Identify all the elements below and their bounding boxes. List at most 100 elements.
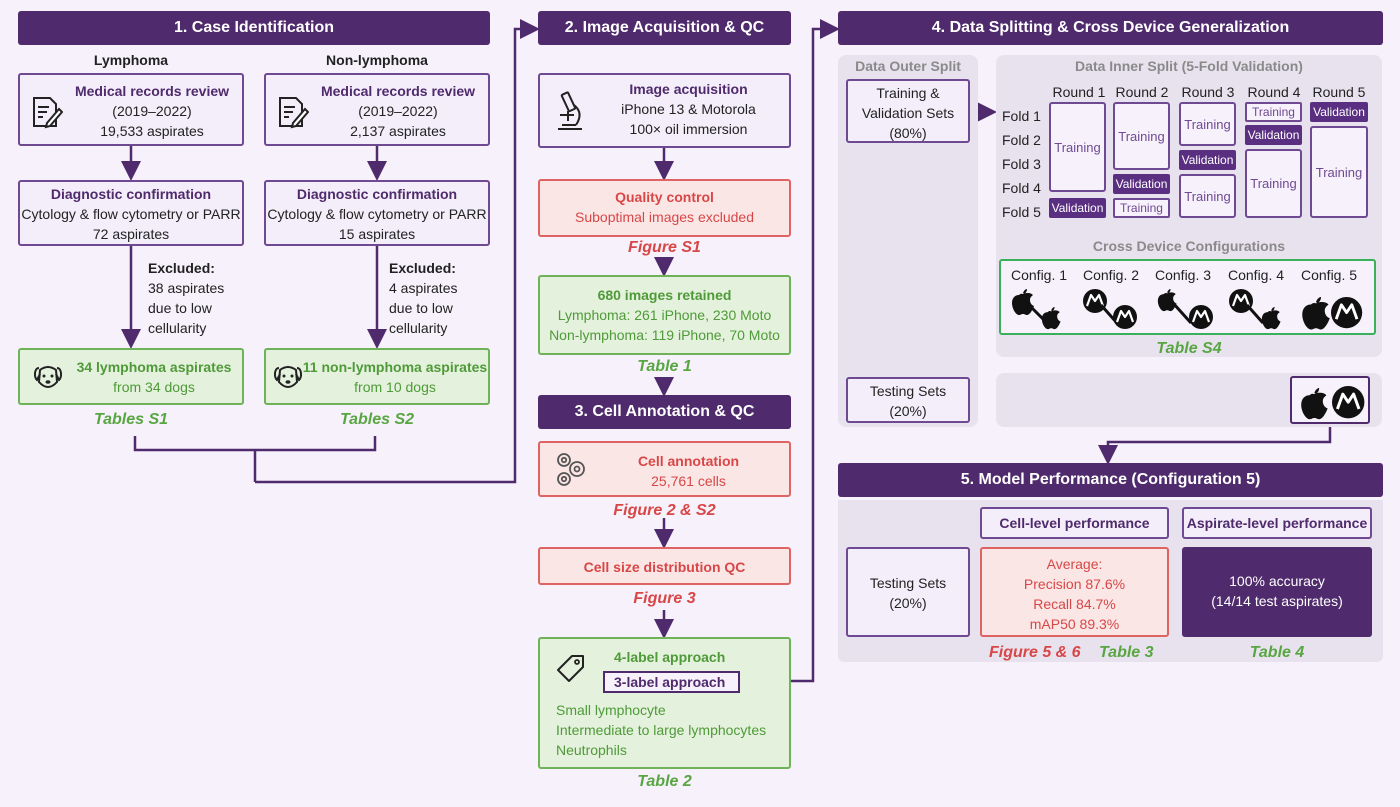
nonlymphoma-excluded-note: Excluded: 4 aspirates due to low cellula… (389, 258, 489, 338)
outer-testing-sets-box: Testing Sets (20%) (846, 377, 970, 423)
precision-value: Precision 87.6% (1023, 576, 1126, 592)
round-5-label: Round 5 (1312, 84, 1366, 100)
trainval-sets-box: Training & Validation Sets (80%) (846, 79, 970, 143)
excluded-title: Excluded: (148, 260, 215, 276)
performance-table3-ref: Table 3 (1099, 644, 1154, 661)
aspirate-level-results-box: 100% accuracy (14/14 test aspirates) (1182, 547, 1372, 637)
class-small-lymphocyte: Small lymphocyte (556, 702, 666, 718)
round4-validation: Validation (1245, 125, 1302, 145)
nonlymphoma-review-years: (2019–2022) (358, 103, 438, 119)
round3-validation: Validation (1179, 150, 1236, 170)
cross-device-table-ref: Table S4 (1156, 340, 1222, 357)
config-4-label: Config. 4 (1228, 267, 1285, 283)
config-5-label: Config. 5 (1301, 267, 1358, 283)
cell-size-qc-box: Cell size distribution QC (538, 547, 791, 585)
round-2-label: Round 2 (1115, 84, 1169, 100)
outer-split-title: Data Outer Split (855, 58, 961, 74)
test-device-config-box (1290, 376, 1370, 424)
annotation-title: Cell annotation (637, 453, 740, 469)
section4-header: 4. Data Splitting & Cross Device General… (838, 11, 1383, 45)
trainval-line2: Validation Sets (861, 105, 955, 121)
images-retained-box: 680 images retained Lymphoma: 261 iPhone… (538, 275, 791, 355)
lymphoma-review-title: Medical records review (74, 83, 230, 99)
recall-value: Recall 84.7% (1033, 596, 1116, 612)
round4-training-top: Training (1245, 102, 1302, 122)
retained-table-ref: Table 1 (637, 358, 692, 375)
tag-icon (557, 655, 584, 682)
lymphoma-diag-method: Cytology & flow cytometry or PARR (21, 206, 241, 222)
testing-line1: Testing Sets (869, 383, 947, 399)
three-label-approach: 3-label approach (603, 671, 740, 693)
section3-header: 3. Cell Annotation & QC (538, 395, 791, 429)
section2-header: 2. Image Acquisition & QC (538, 11, 791, 45)
round-4-label: Round 4 (1247, 84, 1301, 100)
lymphoma-review-years: (2019–2022) (112, 103, 192, 119)
label-table-ref: Table 2 (637, 773, 692, 790)
lymphoma-final-sub: from 34 dogs (113, 379, 195, 395)
dog-icon (273, 366, 303, 388)
nonlymphoma-diag-title: Diagnostic confirmation (296, 186, 458, 202)
fold-labels: Fold 1 Fold 2 Fold 3 Fold 4 Fold 5 (1002, 104, 1041, 224)
cell-level-results-box: Average: Precision 87.6% Recall 84.7% mA… (980, 547, 1169, 637)
fold-1-label: Fold 1 (1002, 108, 1041, 124)
size-figure-ref: Figure 3 (633, 590, 696, 607)
section1-header: 1. Case Identification (18, 11, 490, 45)
excluded-reason: cellularity (148, 320, 207, 336)
lymphoma-records-review-box: Medical records review (2019–2022) 19,53… (18, 73, 244, 146)
nonlymphoma-review-count: 2,137 aspirates (350, 123, 446, 139)
excluded-title: Excluded: (389, 260, 456, 276)
image-acquisition-box: Image acquisition iPhone 13 & Motorola 1… (538, 73, 791, 148)
lymphoma-table-ref: Tables S1 (93, 411, 169, 428)
class-intermediate-large-lymphocytes: Intermediate to large lymphocytes (556, 722, 767, 738)
nonlymphoma-final-sub: from 10 dogs (354, 379, 436, 395)
round1-training: Training (1049, 102, 1106, 192)
cross-device-title: Cross Device Configurations (1092, 238, 1286, 254)
config-1-label: Config. 1 (1011, 267, 1068, 283)
annotation-figure-ref: Figure 2 & S2 (613, 502, 716, 519)
round2-training-top: Training (1113, 102, 1170, 170)
nonlymphoma-final-title: 11 non-lymphoma aspirates (302, 359, 488, 375)
qc-title: Quality control (615, 189, 714, 205)
accuracy-detail: (14/14 test aspirates) (1211, 593, 1343, 609)
apple-moto-icon (1301, 386, 1365, 420)
lymphoma-diag-count: 72 aspirates (92, 226, 170, 242)
trainval-line1: Training & (876, 85, 940, 101)
lymphoma-excluded-note: Excluded: 38 aspirates due to low cellul… (148, 258, 248, 338)
lymphoma-diagnostic-box: Diagnostic confirmation Cytology & flow … (18, 180, 244, 246)
fold-3-label: Fold 3 (1002, 156, 1041, 172)
accuracy-value: 100% accuracy (1229, 573, 1325, 589)
cell-annotation-box: Cell annotation 25,761 cells (538, 441, 791, 497)
performance-table4-ref: Table 4 (1249, 644, 1305, 661)
excluded-count: 4 aspirates (389, 280, 458, 296)
acquisition-devices: iPhone 13 & Motorola (621, 101, 756, 117)
device-config-icons (1012, 287, 1364, 331)
performance-figure-ref: Figure 5 & 6 (989, 644, 1081, 661)
acquisition-title: Image acquisition (629, 81, 748, 97)
config-3-label: Config. 3 (1155, 267, 1212, 283)
nonlymphoma-review-title: Medical records review (320, 83, 476, 99)
nonlymphoma-diagnostic-box: Diagnostic confirmation Cytology & flow … (264, 180, 490, 246)
nonlymphoma-records-review-box: Medical records review (2019–2022) 2,137… (264, 73, 490, 146)
cross-device-configs-box: Config. 1 Config. 2 Config. 3 Config. 4 … (999, 259, 1376, 335)
round5-training: Training (1310, 126, 1368, 218)
cells-icon (557, 453, 585, 486)
fold-5-label: Fold 5 (1002, 204, 1041, 220)
round4-training-bottom: Training (1245, 149, 1302, 218)
inner-split-title: Data Inner Split (5-Fold Validation) (1075, 58, 1303, 74)
class-neutrophils: Neutrophils (556, 742, 627, 758)
acquisition-objective: 100× oil immersion (629, 121, 748, 137)
nonlymphoma-table-ref: Tables S2 (339, 411, 415, 428)
round1-validation: Validation (1049, 198, 1106, 218)
round-1-label: Round 1 (1052, 84, 1106, 100)
testing-percent: (20%) (889, 403, 927, 419)
round2-training-bottom: Training (1113, 198, 1170, 218)
final-testing-percent: (20%) (889, 595, 927, 611)
qc-figure-ref: Figure S1 (628, 239, 701, 256)
microscope-icon (558, 91, 582, 130)
fold-2-label: Fold 2 (1002, 132, 1041, 148)
round3-training-top: Training (1179, 102, 1236, 146)
retained-lymphoma: Lymphoma: 261 iPhone, 230 Moto (557, 307, 772, 323)
quality-control-box: Quality control Suboptimal images exclud… (538, 179, 791, 237)
nonlymphoma-label: Non-lymphoma (326, 52, 428, 68)
trainval-percent: (80%) (889, 125, 927, 141)
